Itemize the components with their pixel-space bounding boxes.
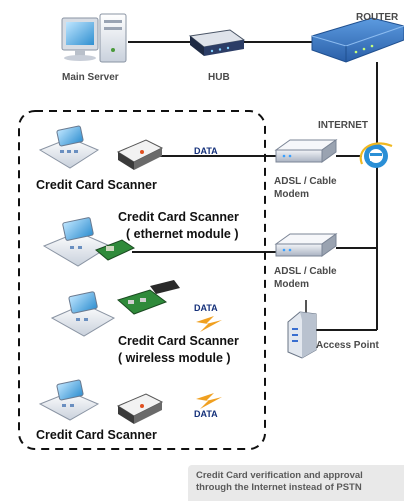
router-icon — [311, 17, 404, 63]
ethernet-module-icon — [95, 239, 136, 261]
modem-1-icon — [274, 139, 338, 163]
caption-line-1: Credit Card verification and approval — [196, 470, 363, 481]
modem-2-icon — [274, 233, 338, 257]
connection-lines — [128, 41, 378, 331]
scanner-4-reader-icon — [116, 393, 164, 424]
data-label-2: DATA — [194, 303, 218, 313]
caption-box: Credit Card verification and approval th… — [188, 465, 404, 501]
scanner-3-terminal-icon — [50, 291, 116, 337]
scanner-2-label: Credit Card Scanner — [118, 210, 239, 224]
modem-2-label-line1: ADSL / Cable — [274, 266, 337, 277]
wireless-module-icon — [116, 280, 180, 315]
scanner-1-label: Credit Card Scanner — [36, 178, 157, 192]
modem-1-label-line1: ADSL / Cable — [274, 176, 337, 187]
hub-icon — [188, 29, 246, 56]
internet-explorer-icon — [359, 142, 393, 168]
scanner-1-reader-icon — [116, 139, 164, 170]
data-label-3: DATA — [194, 409, 218, 419]
internet-label: INTERNET — [318, 120, 368, 131]
router-label: ROUTER — [356, 12, 399, 23]
scanner-2-terminal-icon — [42, 217, 112, 267]
caption-line-2: through the Internet instead of PSTN — [196, 482, 362, 493]
scanner-1-terminal-icon — [38, 125, 100, 169]
scanner-3-sublabel: ( wireless module ) — [118, 351, 231, 365]
modem-2-label-line2: Modem — [274, 279, 309, 290]
scanner-group-boundary — [18, 110, 266, 450]
scanner-2-sublabel: ( ethernet module ) — [126, 227, 239, 241]
scanner-3-label: Credit Card Scanner — [118, 334, 239, 348]
main-server-icon — [61, 13, 127, 63]
access-point-icon — [287, 300, 317, 359]
main-server-label: Main Server — [62, 72, 119, 83]
data-label-1: DATA — [194, 146, 218, 156]
access-point-label: Access Point — [316, 340, 379, 351]
scanner-4-terminal-icon — [38, 379, 100, 421]
modem-1-label-line2: Modem — [274, 189, 309, 200]
scanner-4-label: Credit Card Scanner — [36, 428, 157, 442]
wireless-signal-icon-1 — [196, 316, 222, 332]
hub-label: HUB — [208, 72, 230, 83]
wireless-signal-icon-2 — [196, 393, 222, 409]
